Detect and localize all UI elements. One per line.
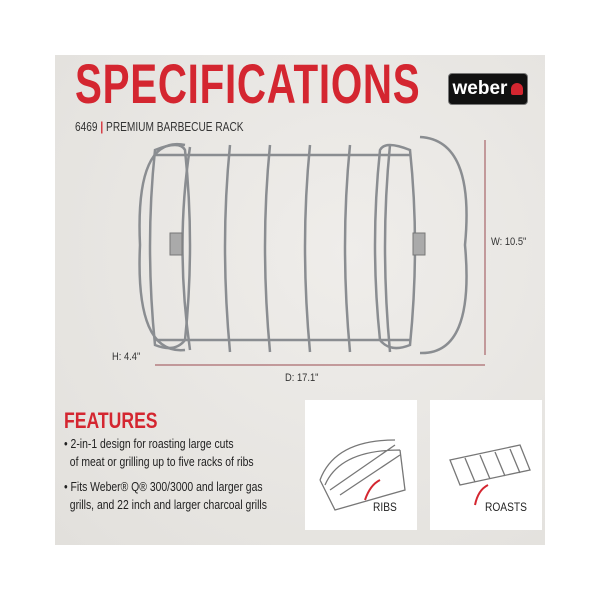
product-spec-sheet: SPECIFICATIONS 6469 | PREMIUM BARBECUE R… xyxy=(55,55,545,545)
feature-item: • Fits Weber® Q® 300/3000 and larger gas… xyxy=(64,479,267,512)
product-subtitle: 6469 | PREMIUM BARBECUE RACK xyxy=(75,119,244,134)
model-number: 6469 xyxy=(75,119,98,134)
ribs-label: RIBS xyxy=(373,500,397,514)
rack-clip xyxy=(412,232,426,256)
ribs-mode-panel: RIBS xyxy=(305,400,417,530)
feature-item: • 2-in-1 design for roasting large cuts … xyxy=(64,436,254,469)
rack-illustration xyxy=(138,135,486,366)
page-title: SPECIFICATIONS xyxy=(75,55,421,115)
height-label: H: 4.4" xyxy=(112,351,141,363)
rack-clip xyxy=(169,232,183,256)
roasts-mode-panel: ROASTS xyxy=(430,400,542,530)
product-name: PREMIUM BARBECUE RACK xyxy=(106,119,244,134)
roasts-label: ROASTS xyxy=(485,500,527,514)
roasts-rack-icon xyxy=(449,444,531,506)
weber-logo: weber xyxy=(448,73,528,105)
width-label: W: 10.5" xyxy=(491,236,527,248)
features-title: FEATURES xyxy=(64,408,158,433)
depth-label: D: 17.1" xyxy=(285,372,319,384)
ribs-rack-icon xyxy=(319,439,406,511)
kettle-grill-icon xyxy=(511,83,524,95)
